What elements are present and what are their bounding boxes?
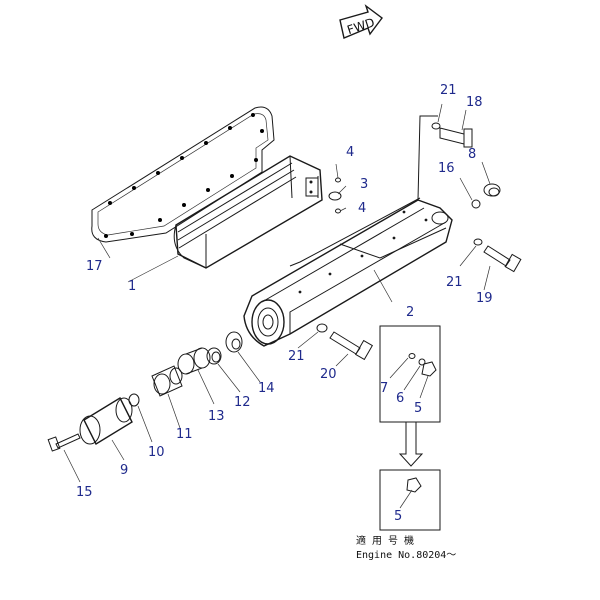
detail-box-upper (379, 325, 441, 423)
callout-16: 16 (438, 161, 455, 176)
callout-6: 6 (396, 391, 404, 406)
leader-lines (63, 103, 491, 509)
spacer-14 (225, 331, 243, 353)
bolt-19 (483, 245, 522, 273)
fwd-label: FWD (345, 15, 376, 37)
nut-5-upper (421, 361, 437, 377)
callout-7: 7 (380, 381, 388, 396)
cooler-element-1 (173, 155, 323, 269)
callout-3: 3 (360, 177, 368, 192)
cover-9 (79, 397, 133, 445)
cooler-case-2 (243, 197, 453, 347)
callout-21-right: 21 (446, 275, 463, 290)
gasket-17 (91, 106, 275, 243)
callout-4-lower: 4 (358, 201, 366, 216)
plug-8 (483, 183, 501, 197)
callout-13: 13 (208, 409, 225, 424)
sleeve-13 (177, 347, 211, 375)
callout-19: 19 (476, 291, 493, 306)
callout-8: 8 (468, 147, 476, 162)
washer-6 (418, 358, 426, 366)
callout-18: 18 (466, 95, 483, 110)
bolt-15 (47, 433, 81, 452)
callout-15: 15 (76, 485, 93, 500)
change-arrow-icon (398, 421, 424, 467)
washer-21-left (316, 323, 328, 333)
callout-5-upper: 5 (414, 401, 422, 416)
o-ring-4-upper (335, 177, 341, 183)
gasket-bolt-holes (104, 113, 264, 238)
bolt-20 (329, 331, 374, 361)
callout-17: 17 (86, 259, 103, 274)
callout-21-top: 21 (440, 83, 457, 98)
callout-14: 14 (258, 381, 275, 396)
o-ring-4-lower (335, 208, 341, 214)
caption-engine-no: Engine No.80204～ (356, 550, 456, 561)
o-ring-3 (328, 191, 342, 201)
fwd-arrow-icon: FWD (339, 4, 383, 39)
callout-11: 11 (176, 427, 193, 442)
detail-box-lower (379, 469, 441, 531)
callout-5-lower: 5 (394, 509, 402, 524)
washer-21-right (473, 238, 483, 246)
callout-9: 9 (120, 463, 128, 478)
callout-20: 20 (320, 367, 337, 382)
caption-title: 適 用 号 機 (356, 534, 414, 547)
callout-1: 1 (128, 279, 136, 294)
callout-labels: 1 17 4 3 4 2 21 18 8 16 21 19 21 20 7 6 … (76, 83, 493, 524)
nut-5-lower (406, 477, 422, 493)
callout-10: 10 (148, 445, 165, 460)
callout-21-left: 21 (288, 349, 305, 364)
callout-12: 12 (234, 395, 251, 410)
washer-7 (408, 353, 416, 359)
bolt-18 (439, 127, 473, 148)
o-ring-16 (471, 199, 481, 209)
ring-12 (206, 347, 222, 365)
callout-4-upper: 4 (346, 145, 354, 160)
callout-2: 2 (406, 305, 414, 320)
valve-11 (151, 365, 183, 397)
washer-21-top (431, 122, 441, 130)
